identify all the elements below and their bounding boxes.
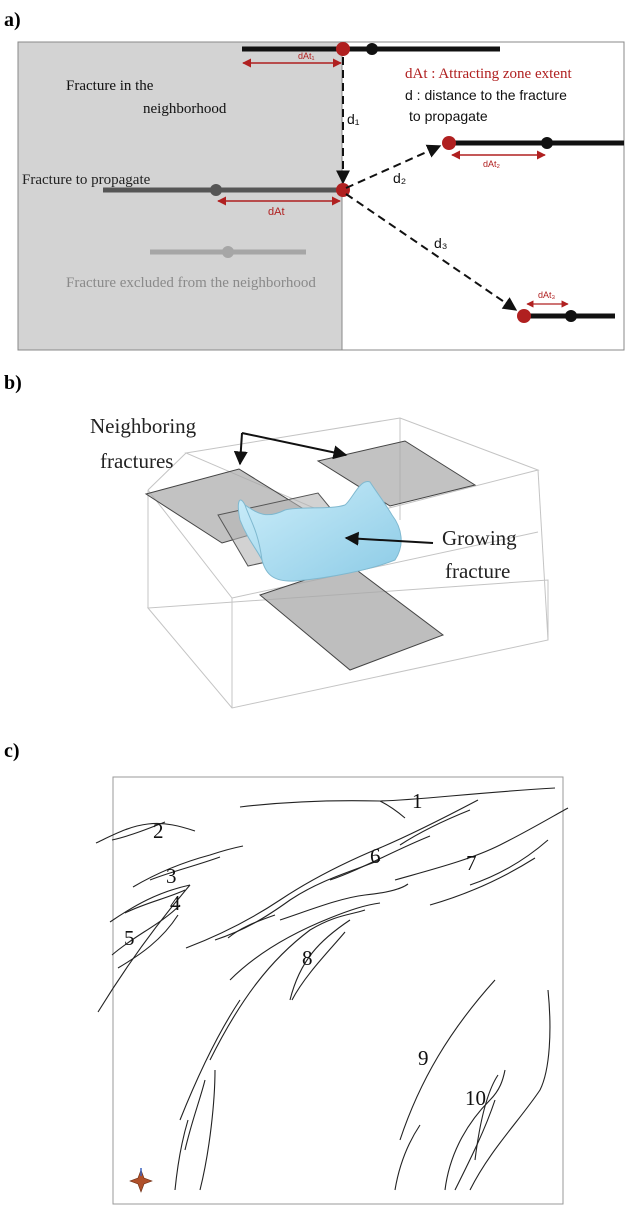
growing-fracture-fold [244,504,263,561]
fracture-8-c [291,931,346,1001]
fracture-5-branch [117,914,179,969]
fracture-2-center [541,137,553,149]
growing-fracture [237,481,402,582]
fracture-7-c [469,839,549,886]
fracture-neighborhood-center [366,43,378,55]
fracture-7-b [429,857,536,906]
neighboring-label-2: fractures [100,449,173,473]
fracture-neighborhood-label-2: neighborhood [143,101,227,117]
fracture-10-c [469,989,551,1191]
growing-arrow [344,531,434,546]
legend-d-2: to propagate [409,108,488,124]
fracture-8-b [289,919,351,1001]
neighboring-plane-right [316,440,477,507]
fracture-number-10: 10 [465,1086,486,1110]
fracture-1-branch [379,800,406,819]
fracture-number-6: 6 [370,844,381,868]
fracture-4 [109,884,191,923]
fracture-8-low [179,999,241,1121]
d2-label: d₂ [393,170,406,186]
fracture-number-7: 7 [466,851,477,875]
fracture-number-8: 8 [302,946,313,970]
fracture-6-e [399,809,471,846]
neighboring-arrow-left [233,432,248,466]
fracture-5 [111,904,181,956]
fracture-7 [394,807,569,881]
fracture-6-b [214,859,381,941]
fracture-5-long [97,884,191,1013]
legend-d: d : distance to the fracture [405,87,567,103]
fracture-number-2: 2 [153,819,164,843]
d2-arrow [345,144,442,189]
growing-label-2: fracture [445,559,510,583]
bounding-box [146,417,549,709]
fracture-9-b [394,1124,421,1191]
panel-a: dAt₁ Fracture in the neighborhood dAt : … [17,41,625,351]
fracture-3-center [565,310,577,322]
d3-label: d₃ [434,235,448,251]
fracture-2 [95,822,196,844]
fracture-9 [399,979,496,1141]
fracture-8-tail-b [184,1079,206,1151]
fracture-8-tail-c [174,1119,189,1191]
fracture-number-4: 4 [170,891,181,915]
fracture-3-branch [149,856,221,881]
fracture-6-c [227,914,276,939]
dat3-label: dAt₃ [538,290,556,300]
fracture-8-top [279,883,409,921]
panel-c-label: c) [4,740,20,762]
fracture-number-5: 5 [124,926,135,950]
fracture-excluded-center [222,246,234,258]
fracture-2-branch [111,821,166,841]
panel-b: Neighboring fractures Growing fracture [90,414,549,709]
dat-label: dAt [268,206,285,218]
neighboring-label: Neighboring [90,414,197,438]
fracture-3-tip [517,309,531,323]
fracture-8 [229,902,381,981]
fracture-excluded-label: Fracture excluded from the neighborhood [66,275,316,291]
neighborhood-zone [17,41,343,351]
d3-arrow [345,193,518,311]
compass-star-icon [129,1168,153,1193]
dat2-label: dAt₂ [483,159,501,169]
neighboring-arrow-right [241,432,348,460]
dat1-label: dAt₁ [298,51,315,61]
fracture-6-d [329,835,431,881]
legend-dat: dAt : Attracting zone extent [405,66,572,82]
fracture-neighborhood-tip [336,42,350,56]
fracture-1 [239,787,556,808]
fracture-10-b [454,1099,496,1191]
fracture-8-long [209,909,366,1061]
fracture-neighborhood-label: Fracture in the [66,78,154,94]
d1-label: d₁ [347,111,360,127]
fracture-6 [185,799,479,949]
fracture-3 [132,845,244,888]
fracture-propagate-label: Fracture to propagate [22,172,151,188]
panel-c-frame [112,776,564,1205]
panel-a-label: a) [4,9,21,31]
fracture-10-d [474,1074,499,1161]
fracture-number-9: 9 [418,1046,429,1070]
fracture-number-3: 3 [166,864,177,888]
fracture-8-tail [199,1069,216,1191]
growing-label: Growing [442,526,517,550]
fracture-4-branch [124,889,186,914]
fracture-propagate-center [210,184,222,196]
panel-c: 2 1 3 4 5 6 7 8 9 10 [95,776,569,1205]
fracture-10 [444,1069,506,1191]
fracture-2-tip [442,136,456,150]
fracture-number-1: 1 [412,789,423,813]
panel-b-label: b) [4,372,22,394]
fracture-network [95,787,569,1191]
